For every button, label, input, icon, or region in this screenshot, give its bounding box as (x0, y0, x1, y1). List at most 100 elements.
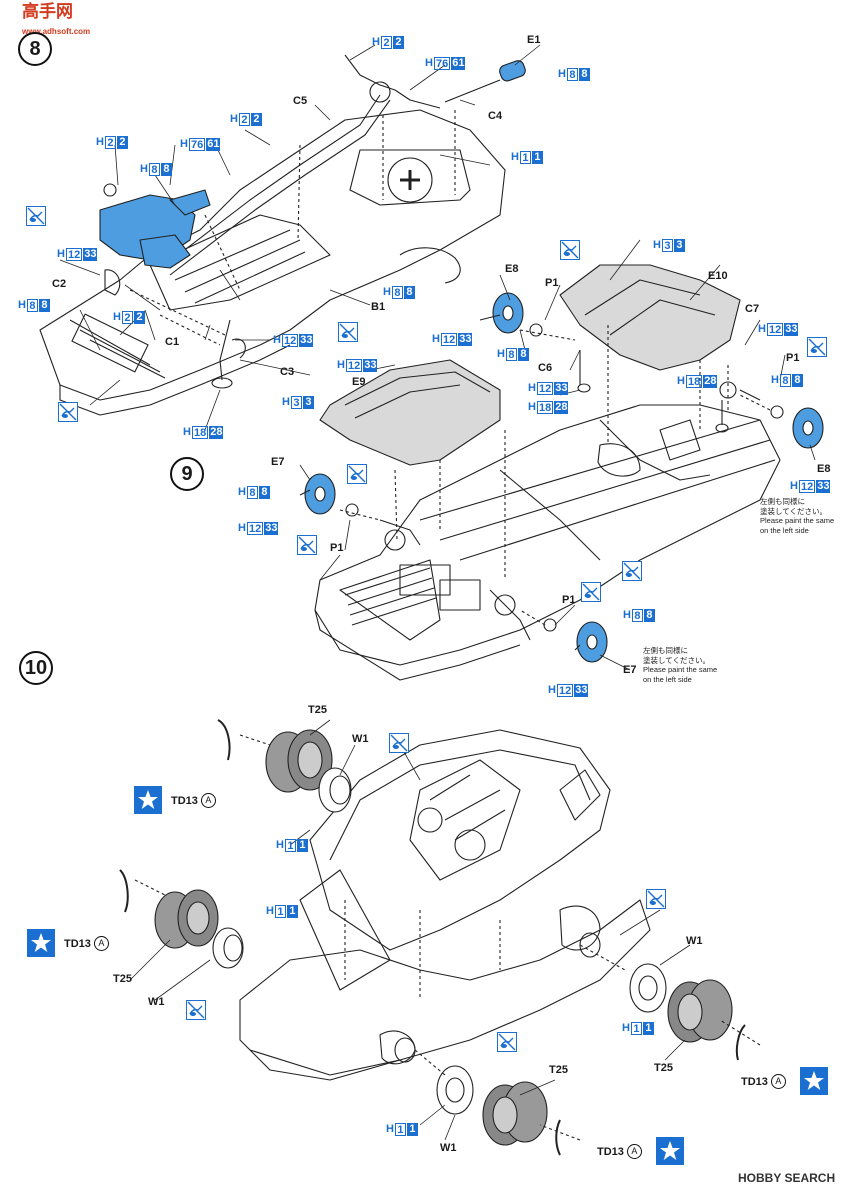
tire-front-left (265, 729, 352, 813)
part-label: W1 (352, 733, 369, 745)
step9-chassis (314, 264, 784, 681)
part-label: T25 (308, 704, 327, 716)
step10-wheels (119, 719, 761, 1156)
step8-chassis (39, 54, 506, 416)
part-label: C7 (745, 303, 760, 315)
part-label: C5 (293, 95, 308, 107)
part-label: W1 (148, 996, 165, 1008)
part-label: C2 (52, 278, 67, 290)
part-label: P1 (545, 277, 559, 289)
part-label: W1 (440, 1142, 457, 1154)
tire-right-front (629, 963, 733, 1043)
no-paint-icon (497, 1032, 517, 1052)
tire-rear-left (154, 889, 244, 969)
part-label: E7 (271, 456, 285, 468)
part-label: P1 (330, 542, 344, 554)
no-paint-icon (807, 337, 827, 357)
star-decal-icon (134, 786, 162, 814)
part-label: P1 (562, 594, 576, 606)
part-label: C4 (488, 110, 503, 122)
part-label: E9 (352, 376, 366, 388)
step8-blue-parts (99, 60, 526, 269)
no-paint-icon (26, 206, 46, 226)
watermark-bottom: HOBBY SEARCH (738, 1171, 836, 1185)
no-paint-icon (389, 733, 409, 753)
leader-lines (59, 44, 816, 1141)
no-paint-icon (622, 561, 642, 581)
tire-right-rear (436, 1065, 548, 1146)
watermark-top: 高手网 (22, 2, 73, 21)
no-paint-icon (186, 1000, 206, 1020)
no-paint-icon (581, 582, 601, 602)
part-label: T25 (549, 1064, 568, 1076)
part-label: E8 (505, 263, 519, 275)
no-paint-icon (338, 322, 358, 342)
part-label: B1 (371, 301, 386, 313)
part-label: T25 (654, 1062, 673, 1074)
part-label: E10 (708, 270, 728, 282)
no-paint-icon (58, 402, 78, 422)
part-label: C6 (538, 362, 553, 374)
no-paint-icon (646, 889, 666, 909)
part-label: E7 (623, 664, 637, 676)
no-paint-icon (347, 464, 367, 484)
watermark-url: www.adhsoft.com (22, 27, 91, 36)
part-label: T25 (113, 973, 132, 985)
part-label: C3 (280, 366, 295, 378)
part-label: E8 (817, 463, 831, 475)
step-number: 8 (18, 32, 52, 66)
step-number: 9 (170, 457, 204, 491)
part-label: E1 (527, 34, 541, 46)
step10-body (239, 729, 651, 1081)
part-label: P1 (786, 352, 800, 364)
step9-brake-discs (299, 292, 824, 663)
part-label: W1 (686, 935, 703, 947)
star-decal-icon (27, 929, 55, 957)
step-number: 10 (19, 651, 53, 685)
no-paint-icon (297, 535, 317, 555)
star-decal-icon (800, 1067, 828, 1095)
star-decal-icon (656, 1137, 684, 1165)
no-paint-icon (560, 240, 580, 260)
part-label: C1 (165, 336, 180, 348)
